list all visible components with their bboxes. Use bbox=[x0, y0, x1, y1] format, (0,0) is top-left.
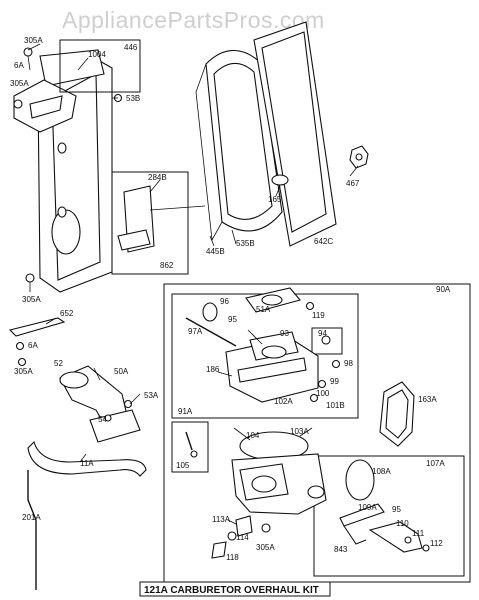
label-91A: 91A bbox=[178, 407, 193, 416]
bowl-108A bbox=[345, 459, 375, 501]
long-bolt bbox=[149, 205, 206, 211]
leader-lines bbox=[27, 43, 359, 525]
label-305A-carb: 305A bbox=[256, 543, 275, 552]
intake-elbow-50A bbox=[59, 365, 141, 443]
label-102A: 102A bbox=[274, 397, 293, 406]
label-642C: 642C bbox=[314, 237, 333, 246]
needle-105 bbox=[185, 431, 198, 458]
label-105: 105 bbox=[176, 461, 190, 470]
label-862: 862 bbox=[160, 261, 174, 270]
part-94 bbox=[321, 335, 331, 345]
label-112: 112 bbox=[430, 539, 443, 548]
label-163A: 163A bbox=[418, 395, 437, 404]
label-1004: 1004 bbox=[88, 50, 106, 59]
part-98 bbox=[331, 359, 341, 369]
label-107A: 107A bbox=[426, 459, 445, 468]
label-95-top: 95 bbox=[228, 315, 237, 324]
part-labels: 305A 1004 446 6A 305A 53B 284B 862 445B … bbox=[10, 36, 451, 562]
label-101B: 101B bbox=[326, 401, 345, 410]
label-96: 96 bbox=[220, 297, 229, 306]
label-165: 165 bbox=[268, 195, 282, 204]
gasket-51A bbox=[245, 287, 301, 313]
label-98: 98 bbox=[344, 359, 353, 368]
screw-305A-carb bbox=[261, 523, 271, 533]
kit-banner-box bbox=[139, 581, 331, 597]
label-843: 843 bbox=[334, 545, 348, 554]
label-53A: 53A bbox=[144, 391, 159, 400]
label-110: 110 bbox=[396, 519, 409, 528]
watermark-text: AppliancePartsPros.com bbox=[62, 7, 325, 33]
label-305A-bottom: 305A bbox=[22, 295, 41, 304]
kit-label: 121A CARBURETOR OVERHAUL KIT bbox=[144, 585, 319, 596]
label-99: 99 bbox=[330, 377, 339, 386]
label-201A: 201A bbox=[22, 513, 41, 522]
callout-box-446 bbox=[59, 39, 141, 93]
label-118: 118 bbox=[226, 553, 239, 562]
rod-201A bbox=[27, 470, 37, 590]
label-467: 467 bbox=[346, 179, 360, 188]
fuel-fitting-113A bbox=[211, 515, 253, 559]
label-95-bottom: 95 bbox=[392, 505, 401, 514]
label-446: 446 bbox=[124, 43, 138, 52]
label-186: 186 bbox=[206, 365, 220, 374]
label-111: 111 bbox=[412, 529, 425, 538]
label-90A: 90A bbox=[436, 285, 451, 294]
hose-11A bbox=[27, 440, 147, 477]
label-6A-mid: 6A bbox=[28, 341, 38, 350]
label-51A: 51A bbox=[256, 305, 271, 314]
label-652: 652 bbox=[60, 309, 74, 318]
label-100: 100 bbox=[316, 389, 330, 398]
carburetor-lower-body bbox=[231, 431, 327, 515]
label-11A: 11A bbox=[80, 459, 94, 468]
screws-top-left bbox=[13, 47, 123, 109]
label-93: 93 bbox=[280, 329, 289, 338]
label-94: 94 bbox=[318, 329, 327, 338]
callout-box-862 bbox=[111, 171, 189, 275]
gasket-163A bbox=[379, 381, 415, 447]
label-113A: 113A bbox=[212, 515, 231, 524]
air-filter-element bbox=[195, 49, 283, 242]
label-97A: 97A bbox=[188, 327, 203, 336]
label-445B: 445B bbox=[206, 247, 225, 256]
label-284B: 284B bbox=[148, 173, 167, 182]
label-103A: 103A bbox=[290, 427, 309, 436]
label-305A-top: 305A bbox=[24, 36, 43, 45]
mounting-bracket bbox=[13, 79, 77, 133]
label-535B: 535B bbox=[236, 239, 255, 248]
label-109A: 109A bbox=[358, 503, 377, 512]
label-104: 104 bbox=[246, 431, 260, 440]
linkage-843 bbox=[368, 521, 430, 553]
wing-nut-165 bbox=[271, 174, 289, 186]
label-114: 114 bbox=[236, 533, 249, 542]
label-50A: 50A bbox=[114, 367, 129, 376]
throttle-shaft-97A bbox=[185, 317, 237, 347]
lever-109A bbox=[339, 503, 385, 545]
callout-box-107A bbox=[313, 455, 465, 577]
link-652 bbox=[8, 317, 66, 367]
throttle-plate-96 bbox=[202, 302, 218, 322]
knob-467 bbox=[349, 145, 369, 169]
part-100 bbox=[309, 393, 319, 403]
label-119: 119 bbox=[312, 311, 325, 320]
label-53B: 53B bbox=[126, 94, 140, 103]
callout-box-94 bbox=[311, 327, 343, 355]
screw-bottom-left bbox=[25, 273, 35, 292]
label-108A: 108A bbox=[372, 467, 391, 476]
label-54: 54 bbox=[98, 415, 107, 424]
label-6A-top: 6A bbox=[14, 61, 24, 70]
screw-119 bbox=[305, 301, 315, 311]
callout-box-105 bbox=[171, 421, 209, 473]
part-99 bbox=[317, 379, 327, 389]
bracket-862 bbox=[117, 185, 155, 253]
label-305A-mid: 305A bbox=[14, 367, 33, 376]
label-52: 52 bbox=[54, 359, 63, 368]
label-305A-left: 305A bbox=[10, 79, 29, 88]
carburetor-upper-body bbox=[225, 331, 319, 403]
